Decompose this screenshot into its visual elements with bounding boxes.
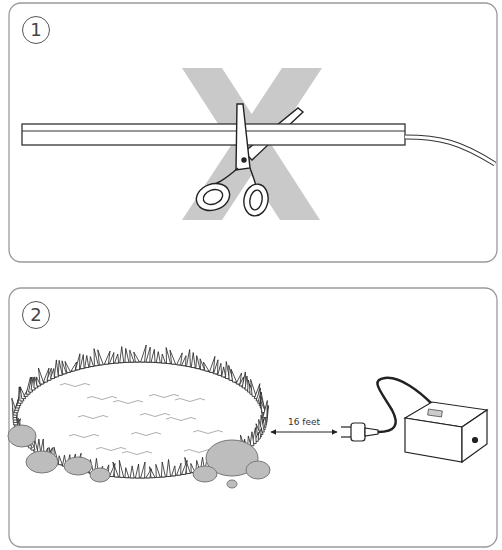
grass-blade [125, 468, 129, 478]
grass-blade [161, 462, 165, 477]
grass-blade [177, 353, 183, 365]
grass-blade [146, 347, 150, 362]
callout-number-text: 1 [30, 21, 41, 39]
grass-blade [151, 349, 155, 362]
rock [8, 425, 270, 488]
panel [9, 3, 497, 262]
pond [8, 345, 270, 488]
grass-blade [125, 348, 129, 362]
grass-blade [218, 363, 222, 375]
grass-blade [76, 354, 80, 370]
grass-blade [214, 360, 218, 374]
scissors [193, 104, 271, 218]
grass-blade [90, 357, 94, 367]
grass-blade [130, 350, 134, 362]
water-ripple [149, 395, 179, 398]
grass-blade [182, 356, 186, 366]
grass-blade [186, 350, 190, 367]
grass-blade [20, 387, 26, 399]
grass-blade [167, 459, 171, 476]
water-ripple [113, 401, 143, 404]
grass-blade [263, 401, 267, 418]
grass-blade [172, 466, 176, 476]
grass-blade [115, 354, 119, 363]
water-ripple [175, 399, 205, 402]
grass-blade [161, 354, 165, 363]
grass-blade [156, 464, 160, 477]
grass-blade [135, 464, 139, 478]
grass-blade [209, 356, 215, 372]
distance-arrow [271, 432, 337, 433]
grass-blade [54, 360, 58, 377]
grass-blade [191, 353, 195, 368]
callout-number-text: 2 [30, 306, 41, 324]
water-ripple [166, 418, 196, 421]
grass-blade [182, 460, 188, 474]
grass-blade [104, 351, 110, 364]
grass-blade [58, 456, 62, 465]
grass-blade [146, 469, 152, 478]
callout-number: 2 [22, 301, 50, 329]
grass-blade [134, 352, 140, 362]
water-ripple [78, 416, 108, 419]
grass-blade [222, 367, 226, 377]
grass-blade [203, 362, 209, 371]
grass-blade [231, 369, 237, 382]
water-ripple [140, 414, 170, 417]
grass-blade [196, 356, 200, 369]
callout-number: 1 [22, 16, 50, 44]
grass-blade [251, 379, 257, 396]
grass-blade [109, 353, 113, 364]
grass-blade [141, 462, 145, 478]
grass-blade [85, 356, 89, 368]
grass-blade [80, 355, 84, 369]
grass-blade [130, 466, 134, 478]
water-ripple [122, 452, 152, 455]
grass-blade [166, 348, 170, 364]
water-ripple [87, 397, 117, 400]
grass-blade [177, 463, 181, 475]
light-strip [22, 124, 495, 164]
grass-blade [120, 347, 124, 363]
grass-blade [156, 352, 160, 363]
water-ripple [96, 448, 126, 451]
water-ripple [131, 433, 161, 436]
dimension-label: 16 feet [287, 418, 321, 428]
water-ripple [193, 431, 223, 434]
grass-blade [65, 361, 71, 372]
grass-blade [98, 350, 104, 365]
water-ripple [69, 435, 99, 438]
grass-blade [170, 350, 176, 364]
transformer-box [405, 402, 487, 462]
grass-blade [141, 345, 147, 362]
grass-blade [119, 460, 123, 477]
water-ripple [60, 384, 90, 387]
panel [9, 288, 497, 547]
